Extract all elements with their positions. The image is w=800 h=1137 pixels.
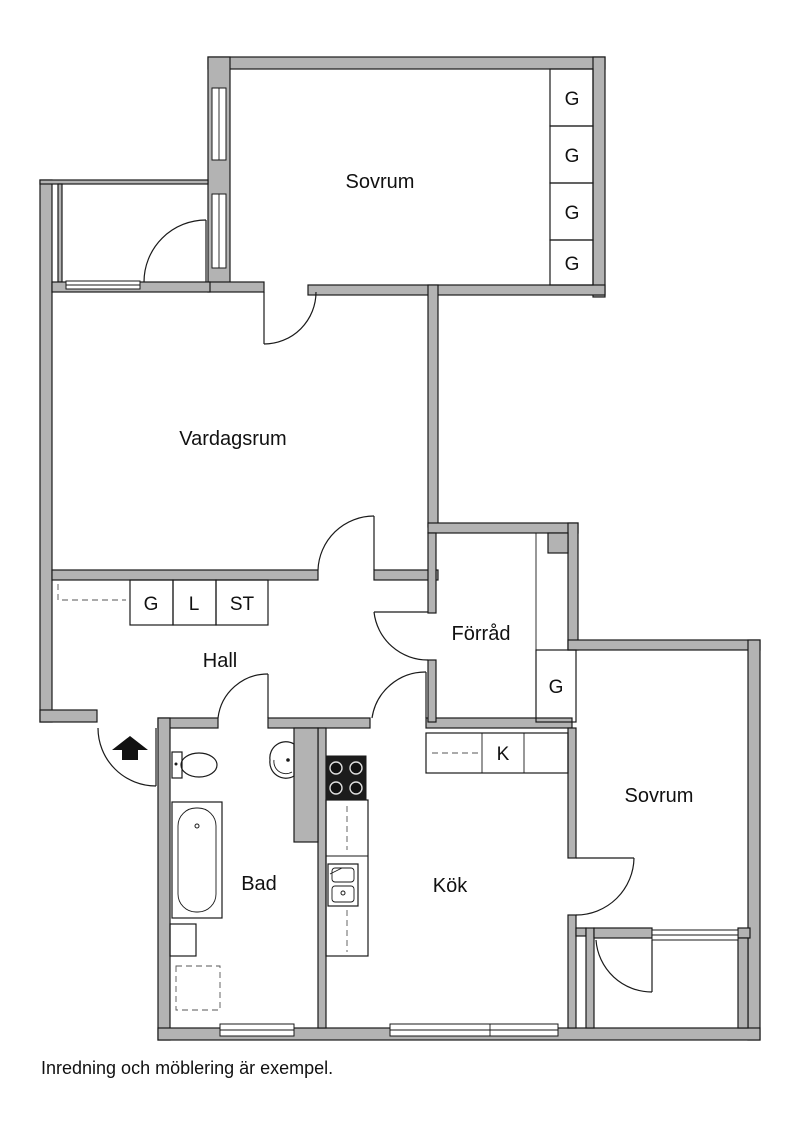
footnote: Inredning och möblering är exempel. <box>41 1058 334 1078</box>
cleaning-closet-label: ST <box>230 594 255 615</box>
windows <box>65 87 739 1037</box>
room-label-forrad: Förråd <box>452 623 511 645</box>
room-label-vardagsrum: Vardagsrum <box>179 428 286 450</box>
walls <box>39 56 761 1041</box>
kitchen-sink-icon <box>327 863 359 907</box>
storage-fixtures <box>535 533 577 723</box>
room-label-kok: Kök <box>433 875 468 897</box>
wardrobe-label: G <box>565 203 580 224</box>
kitchen-counter <box>425 732 569 774</box>
wardrobe-label: G <box>565 146 580 167</box>
kitchen-left-counter <box>325 799 369 957</box>
room-label-bad: Bad <box>241 873 277 895</box>
wardrobes-top-bedroom <box>549 68 594 286</box>
storage-wardrobe-label: G <box>549 677 564 698</box>
room-labels: Sovrum Vardagsrum Hall Förråd Sovrum Bad… <box>179 171 693 897</box>
fridge-label: K <box>497 744 510 765</box>
bathtub-icon <box>171 801 223 919</box>
room-label-hall: Hall <box>203 650 237 672</box>
doors <box>97 219 653 993</box>
unit-labels: G G G G G L ST G K <box>144 89 580 765</box>
entrance-arrow-icon <box>112 736 148 760</box>
room-label-sovrum-right: Sovrum <box>625 785 694 807</box>
linen-closet-label: L <box>189 594 200 615</box>
stove-icon <box>325 755 367 801</box>
hall-wardrobe-label: G <box>144 594 159 615</box>
wardrobe-label: G <box>565 89 580 110</box>
room-label-sovrum-top: Sovrum <box>346 171 415 193</box>
hall-closets <box>57 579 269 626</box>
bath-fixtures <box>169 923 221 1011</box>
wardrobe-label: G <box>565 254 580 275</box>
washbasin-icon <box>269 741 295 779</box>
toilet-icon <box>171 751 218 779</box>
